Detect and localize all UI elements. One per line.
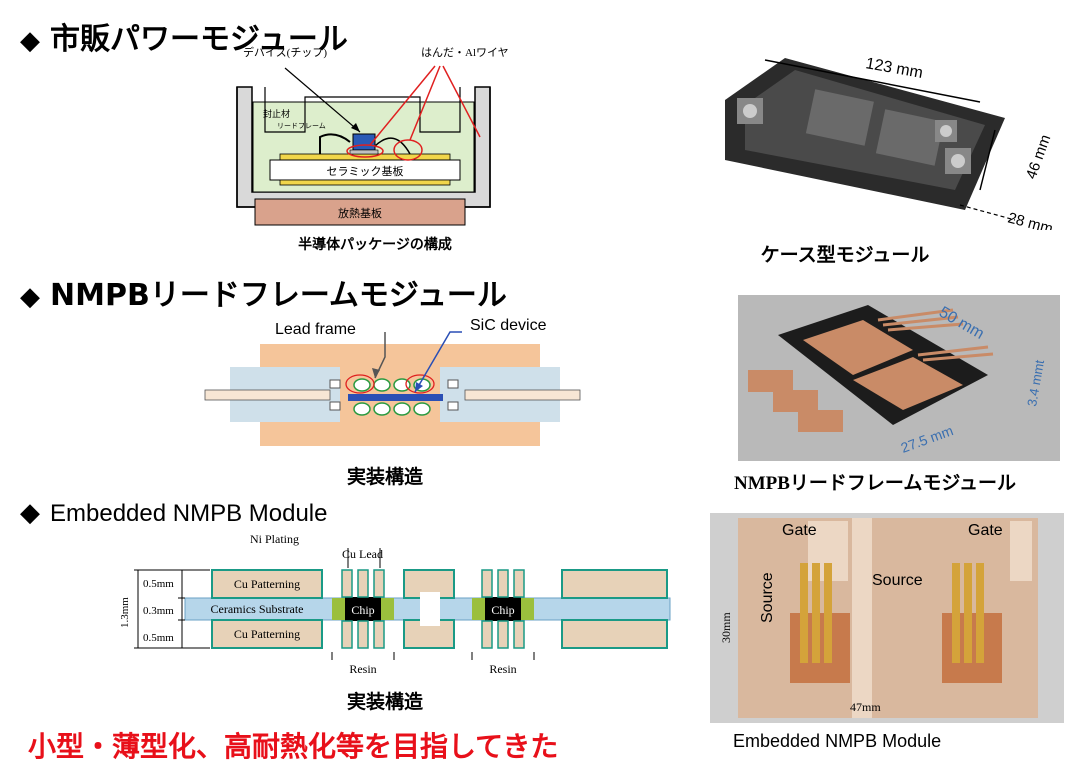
label-cu-lead: Cu Lead (342, 547, 383, 561)
nmpb-structure-diagram: Lead frame SiC device (204, 317, 581, 446)
bullet-icon: ◆ (20, 26, 40, 56)
label-cu-patterning-top: Cu Patterning (234, 577, 300, 591)
caption-package: 半導体パッケージの構成 (298, 237, 452, 253)
label-source-2: Source (872, 572, 923, 589)
label-gate-1: Gate (782, 522, 817, 539)
photo-embedded-nmpb-module: Gate Gate Source Source 30mm 47mm (710, 513, 1064, 723)
bullet-icon: ◆ (20, 282, 40, 312)
label-resin-2: Resin (489, 662, 516, 676)
dim-bottom-thickness: 0.5mm (143, 632, 174, 644)
caption-embedded-module: Embedded NMPB Module (733, 731, 942, 751)
dim-length: 123 mm (864, 55, 924, 82)
section-title-commercial: ◆市販パワーモジュール (20, 22, 348, 57)
caption-embedded-structure: 実装構造 (346, 691, 423, 713)
label-resin-1: Resin (349, 662, 376, 676)
section-title-nmpb-leadframe: ◆NMPBリードフレームモジュール (20, 278, 507, 313)
caption-nmpb-leadframe-module: NMPBリードフレームモジュール (733, 473, 1017, 494)
dim-thickness: 3.4 mmt (1024, 358, 1047, 407)
caption-nmpb-structure: 実装構造 (346, 466, 423, 488)
label-device: デバイス(チップ) (243, 45, 327, 59)
conclusion-text: 小型・薄型化、高耐熱化等を目指してきた (28, 730, 559, 763)
label-chip-2: Chip (491, 603, 514, 617)
label-ceramic: セラミック基板 (327, 164, 404, 178)
dim-height: 30mm (719, 612, 733, 643)
caption-case-module: ケース型モジュール (760, 244, 930, 266)
label-ni-plating: Ni Plating (250, 532, 299, 546)
dim-width: 28 mm (1006, 209, 1055, 230)
dim-height: 46 mm (1023, 132, 1055, 181)
label-solder-wire: はんだ・Alワイヤ (421, 46, 509, 59)
label-cu-patterning-bottom: Cu Patterning (234, 627, 300, 641)
label-lead-frame: Lead frame (275, 321, 356, 338)
dim-mid-thickness: 0.3mm (143, 605, 174, 617)
dim-total-thickness: 1.3mm (119, 597, 131, 628)
label-chip-1: Chip (351, 603, 374, 617)
bullet-icon: ◆ (20, 497, 40, 527)
photo-nmpb-leadframe-module: 50 mm 27.5 mm 3.4 mmt (738, 295, 1060, 461)
dim-length: 50 mm (936, 304, 987, 343)
dim-top-thickness: 0.5mm (143, 578, 174, 590)
embedded-nmpb-structure-diagram: Ni Plating Cu Lead Cu Patterning Cu Patt… (119, 532, 671, 676)
dim-width: 27.5 mm (899, 422, 956, 456)
photo-case-module: 123 mm 46 mm 28 mm (715, 40, 1075, 238)
label-source-1: Source (759, 572, 776, 623)
label-sealant: 封止材 (263, 108, 290, 119)
section-title-embedded-nmpb: ◆Embedded NMPB Module (20, 497, 328, 527)
label-ceramics-substrate: Ceramics Substrate (211, 602, 304, 616)
dim-width: 47mm (850, 700, 881, 714)
label-sic-device: SiC device (470, 317, 547, 334)
label-leadframe: リードフレーム (277, 122, 326, 130)
label-heatsink: 放熱基板 (338, 206, 382, 220)
package-structure-diagram: デバイス(チップ) はんだ・Alワイヤ 封止材 リードフレーム セラミック基板 … (236, 45, 509, 226)
label-gate-2: Gate (968, 522, 1003, 539)
